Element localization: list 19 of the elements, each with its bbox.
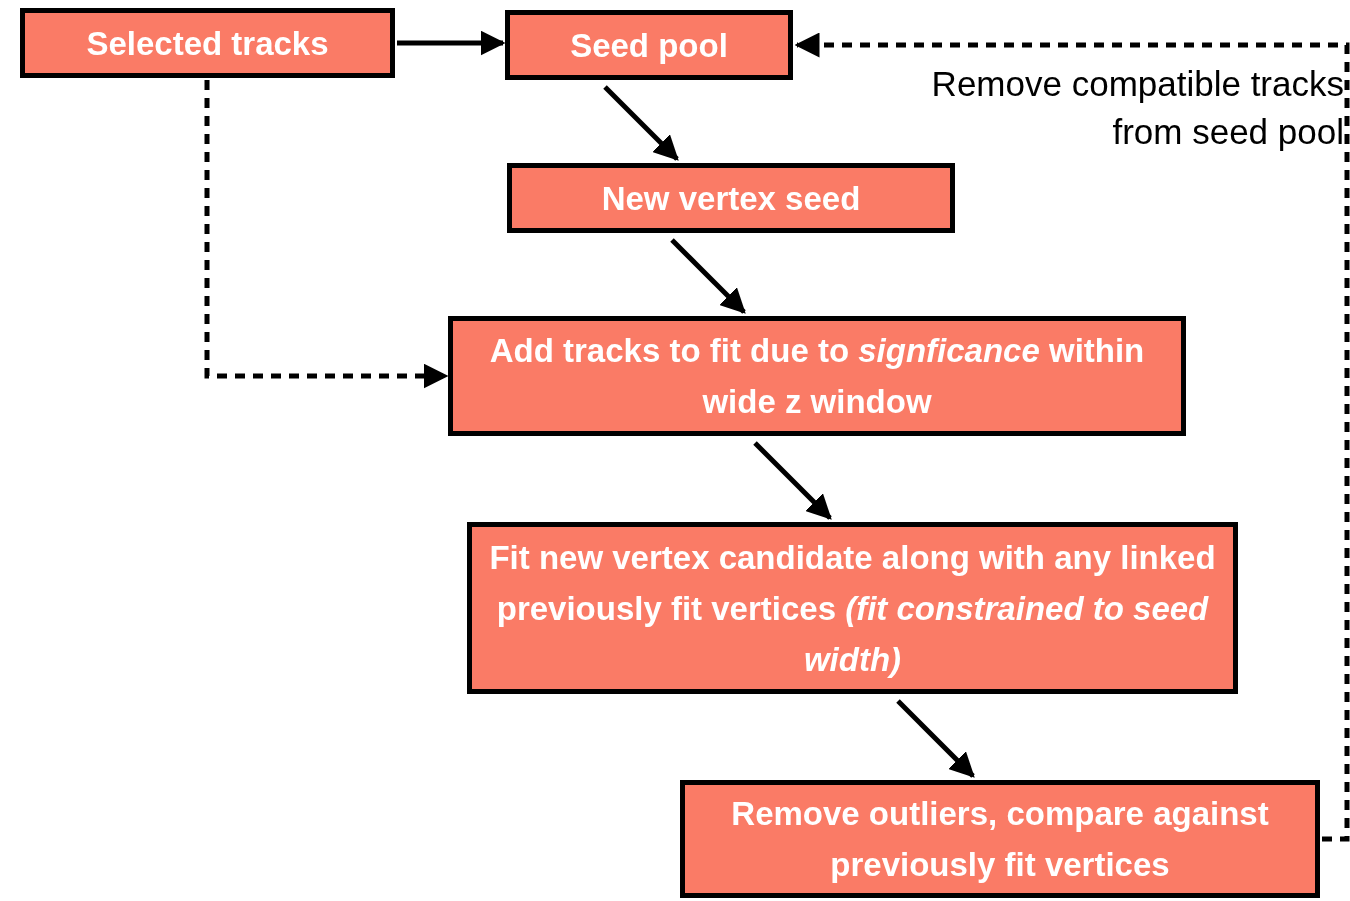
process-box: [507, 163, 955, 233]
dashed-arrow: [794, 32, 1350, 842]
box-text: Selected tracks: [86, 23, 329, 64]
arrow: [896, 699, 975, 778]
arrow: [397, 30, 506, 56]
process-box: [505, 10, 793, 80]
dashed-arrow: [204, 80, 449, 389]
arrow: [753, 441, 832, 520]
process-box: [448, 316, 1186, 436]
box-text: Add tracks to fit due to signficance within wide z window: [488, 331, 1146, 422]
process-box: [467, 522, 1238, 694]
box-text: New vertex seed: [601, 178, 861, 219]
box-text: Fit new vertex candidate along with any linked previously fit vertices (fit constrained to seed width): [488, 537, 1217, 680]
arrow: [603, 85, 679, 161]
process-box: [20, 8, 395, 78]
box-text: Remove outliers, compare against previously fit vertices: [730, 794, 1270, 885]
process-box: [680, 780, 1320, 898]
box-text: Seed pool: [570, 25, 728, 66]
arrow: [670, 238, 746, 314]
